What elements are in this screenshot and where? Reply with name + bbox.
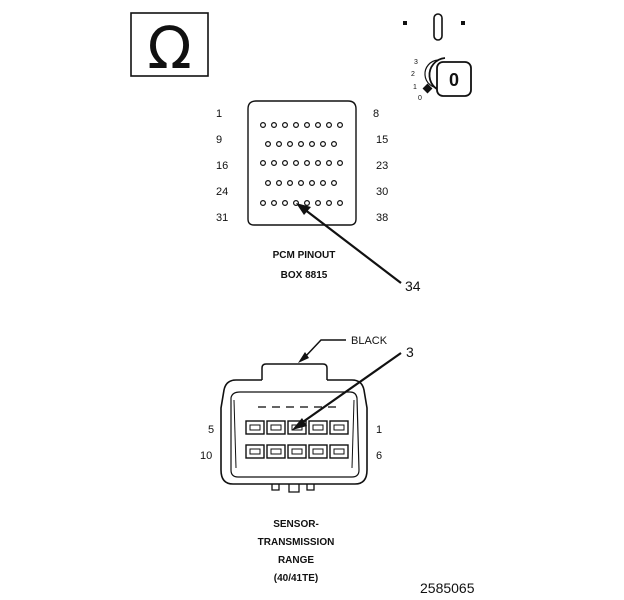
pcm-pin [304, 160, 311, 167]
pcm-pin [287, 180, 294, 187]
sensor-cavity-terminal [270, 448, 282, 455]
figure-id: 2585065 [420, 580, 475, 596]
key-position-label: 0 [449, 70, 459, 90]
sensor-callout-arrow [292, 352, 402, 430]
pcm-row-end-2: 15 [376, 134, 388, 146]
pcm-pin [315, 160, 322, 167]
sensor-cavity-terminal [333, 424, 345, 431]
pcm-pin [282, 121, 289, 128]
pcm-connector [247, 100, 357, 226]
sensor-caption-line2: TRANSMISSION [258, 537, 335, 548]
sensor-cavity-terminal [312, 448, 324, 455]
pcm-row-start-3: 16 [216, 160, 228, 172]
pcm-row-end-4: 30 [376, 186, 388, 198]
sensor-right-bottom-label: 6 [376, 450, 382, 462]
sensor-cavity-terminal [333, 448, 345, 455]
pcm-pin [282, 160, 289, 167]
pcm-pin [331, 180, 338, 187]
sensor-cavity [329, 444, 349, 459]
sensor-cavity [308, 420, 328, 435]
pcm-pin [287, 141, 294, 148]
sensor-cavity-grid [245, 420, 349, 459]
pcm-row-start-4: 24 [216, 186, 228, 198]
sensor-cavity-terminal [270, 424, 282, 431]
pcm-pin [298, 141, 305, 148]
sensor-cavity-terminal [291, 448, 303, 455]
pcm-pin [315, 200, 322, 207]
black-leader-arrow [298, 339, 346, 363]
pcm-pin [326, 200, 333, 207]
pcm-pin [309, 180, 316, 187]
pcm-row-start-1: 1 [216, 108, 222, 120]
pcm-pin [293, 121, 300, 128]
sensor-color-label: BLACK [351, 335, 388, 347]
pcm-pin [298, 180, 305, 187]
sensor-cavity [245, 420, 265, 435]
pcm-pin [293, 160, 300, 167]
pcm-pin [337, 121, 344, 128]
pcm-pin [337, 200, 344, 207]
pcm-row-end-5: 38 [376, 212, 388, 224]
pcm-pin [265, 141, 272, 148]
pcm-pin [282, 200, 289, 207]
pcm-title-line1: PCM PINOUT [273, 250, 336, 261]
pcm-pin-grid [260, 121, 344, 207]
pcm-pin [326, 121, 333, 128]
sensor-cavity-terminal [249, 448, 261, 455]
sensor-caption-line3: RANGE [278, 555, 314, 566]
pcm-pin [304, 200, 311, 207]
pcm-callout-label: 34 [405, 278, 421, 294]
pcm-row-end-3: 23 [376, 160, 388, 172]
pcm-pin [309, 141, 316, 148]
pcm-pin [337, 160, 344, 167]
pcm-pin [271, 160, 278, 167]
ignition-position-2: 2 [411, 71, 415, 78]
pcm-pin [265, 180, 272, 187]
pcm-pin [320, 180, 327, 187]
pcm-pin [331, 141, 338, 148]
sensor-cavity [308, 444, 328, 459]
ignition-switch-icon: 0 3 2 1 0 [403, 13, 472, 102]
sensor-callout-label: 3 [406, 344, 414, 360]
pcm-row-start-5: 31 [216, 212, 228, 224]
ohmmeter-symbol: Ω [130, 12, 209, 82]
pcm-pin [260, 200, 267, 207]
sensor-cavity [245, 444, 265, 459]
ignition-position-1: 1 [413, 84, 417, 91]
pcm-row-start-2: 9 [216, 134, 222, 146]
sensor-cavity [266, 420, 286, 435]
sensor-cavity [266, 444, 286, 459]
sensor-cavity [287, 420, 307, 435]
pcm-pin [315, 121, 322, 128]
sensor-left-bottom-label: 10 [200, 450, 212, 462]
ignition-position-0: 0 [418, 95, 422, 102]
ignition-position-3: 3 [414, 59, 418, 66]
pcm-pin [293, 200, 300, 207]
pcm-pin [260, 121, 267, 128]
pcm-pin [320, 141, 327, 148]
sensor-caption-line1: SENSOR- [273, 519, 319, 530]
pcm-pin [304, 121, 311, 128]
sensor-right-top-label: 1 [376, 424, 382, 436]
sensor-cavity [287, 444, 307, 459]
pcm-pin [271, 121, 278, 128]
ohm-icon: Ω [147, 14, 191, 82]
sensor-cavity-terminal [312, 424, 324, 431]
pcm-pin [260, 160, 267, 167]
pcm-pin [271, 200, 278, 207]
pcm-pin [326, 160, 333, 167]
pcm-pin [276, 141, 283, 148]
pcm-title-line2: BOX 8815 [281, 270, 328, 281]
sensor-cavity-terminal [249, 424, 261, 431]
pcm-callout-arrow [296, 203, 402, 284]
sensor-left-top-label: 5 [208, 424, 214, 436]
pcm-row-end-1: 8 [373, 108, 379, 120]
sensor-cavity [329, 420, 349, 435]
sensor-connector [220, 363, 368, 493]
sensor-caption-line4: (40/41TE) [274, 573, 318, 584]
pcm-pin [276, 180, 283, 187]
